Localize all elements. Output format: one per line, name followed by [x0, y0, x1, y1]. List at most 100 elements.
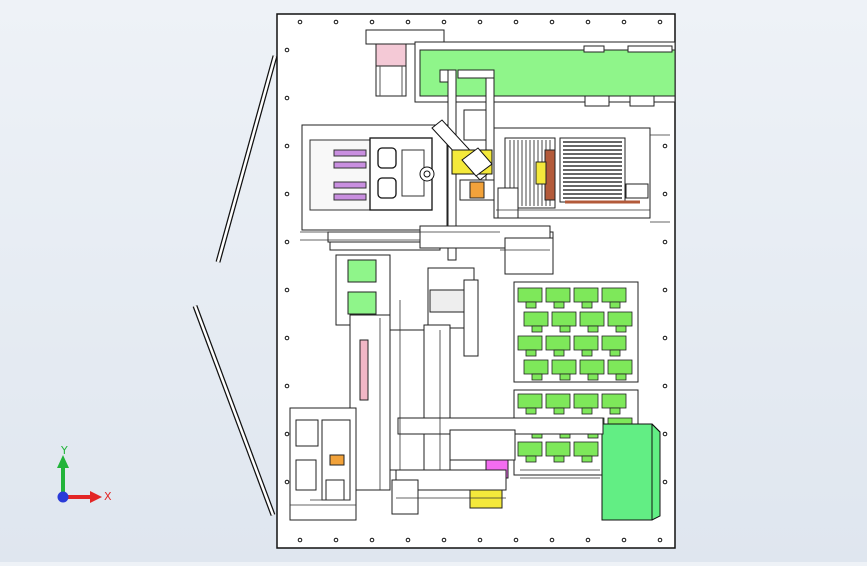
mounting-hole — [441, 19, 447, 25]
detail-lines — [290, 134, 670, 506]
coordinate-triad-icon: Y X — [57, 444, 112, 503]
mounting-hole — [405, 537, 411, 543]
mounting-hole — [549, 19, 555, 25]
tray-cell-tab — [581, 301, 593, 309]
left-rail-lower — [192, 305, 276, 516]
mounting-hole — [369, 537, 375, 543]
tray-cell — [573, 393, 599, 409]
mounting-hole — [549, 537, 555, 543]
mounting-hole — [662, 143, 668, 149]
tray-cell — [607, 311, 633, 327]
tray-cell-tab — [531, 325, 543, 333]
tray-cell — [545, 441, 571, 457]
tray-cell-tab — [553, 455, 565, 463]
left-rail-upper — [215, 55, 278, 263]
mounting-hole — [405, 19, 411, 25]
mounting-hole — [513, 19, 519, 25]
lower-transfer — [391, 417, 604, 515]
tray-cell — [545, 335, 571, 351]
tray-cell-tab — [559, 325, 571, 333]
mounting-hole — [662, 239, 668, 245]
mounting-hole — [585, 19, 591, 25]
mounting-hole — [284, 287, 290, 293]
tray-cell — [573, 335, 599, 351]
central-column — [349, 267, 479, 491]
upper-right-conveyor — [493, 127, 651, 219]
tray-cell-tab — [587, 325, 599, 333]
mounting-hole — [662, 287, 668, 293]
tray-cell — [551, 311, 577, 327]
tray-cell-tab — [609, 349, 621, 357]
tray-cell — [517, 441, 543, 457]
tray-cell-tab — [615, 373, 627, 381]
mounting-hole — [284, 431, 290, 437]
left-green-modules — [335, 254, 391, 326]
mounting-hole — [585, 537, 591, 543]
tray-cell-tab — [525, 301, 537, 309]
mounting-hole — [441, 537, 447, 543]
mounting-hole — [284, 95, 290, 101]
mounting-hole — [297, 537, 303, 543]
tray-cell — [579, 311, 605, 327]
tray-cell-tab — [531, 373, 543, 381]
linear-module — [327, 225, 554, 275]
mounting-hole — [477, 537, 483, 543]
mounting-hole — [657, 19, 663, 25]
mounting-hole — [284, 479, 290, 485]
mounting-hole — [369, 19, 375, 25]
tray-cell-tab — [559, 373, 571, 381]
tray-cell — [601, 287, 627, 303]
tray-cell — [545, 393, 571, 409]
mounting-hole — [284, 47, 290, 53]
mounting-hole — [662, 479, 668, 485]
mounting-hole — [284, 239, 290, 245]
tray-cell-tab — [581, 407, 593, 415]
tray-cell-tab — [615, 325, 627, 333]
mounting-hole — [297, 19, 303, 25]
mounting-hole — [284, 383, 290, 389]
mounting-hole — [662, 383, 668, 389]
mounting-hole — [657, 537, 663, 543]
tray-cell-tab — [525, 455, 537, 463]
mounting-hole — [284, 191, 290, 197]
mounting-hole — [621, 537, 627, 543]
tray-cell-tab — [581, 455, 593, 463]
tray-cell-tab — [581, 349, 593, 357]
tray-cell — [517, 287, 543, 303]
mounting-hole — [284, 335, 290, 341]
mounting-hole — [333, 537, 339, 543]
x-axis-label: X — [104, 490, 112, 503]
tray-cell-tab — [525, 407, 537, 415]
mounting-hole — [333, 19, 339, 25]
mounting-hole — [662, 335, 668, 341]
mounting-hole — [284, 143, 290, 149]
tray-cell-tab — [609, 301, 621, 309]
green-hopper — [601, 423, 661, 521]
tray-cell-tab — [609, 407, 621, 415]
mounting-hole — [513, 537, 519, 543]
mounting-hole — [662, 191, 668, 197]
tray-cell — [517, 393, 543, 409]
tray-cell — [523, 359, 549, 375]
bottom-left-block — [289, 407, 357, 521]
tray-cell — [545, 287, 571, 303]
top-feeder — [365, 29, 445, 97]
tray-cell-tab — [525, 349, 537, 357]
tray-cell — [523, 311, 549, 327]
tray-cell-tab — [587, 373, 599, 381]
mounting-hole — [477, 19, 483, 25]
tray-cell — [573, 441, 599, 457]
tray-cell — [517, 335, 543, 351]
tray-cell — [551, 359, 577, 375]
tray-cell-tab — [553, 349, 565, 357]
tray-cell — [601, 393, 627, 409]
mounting-holes — [284, 19, 668, 543]
tray-cell-tab — [553, 407, 565, 415]
mounting-hole — [662, 431, 668, 437]
gripper-assembly — [431, 119, 501, 201]
y-axis-label: Y — [60, 444, 68, 457]
tray-cell — [573, 287, 599, 303]
tray-cell-tab — [553, 301, 565, 309]
